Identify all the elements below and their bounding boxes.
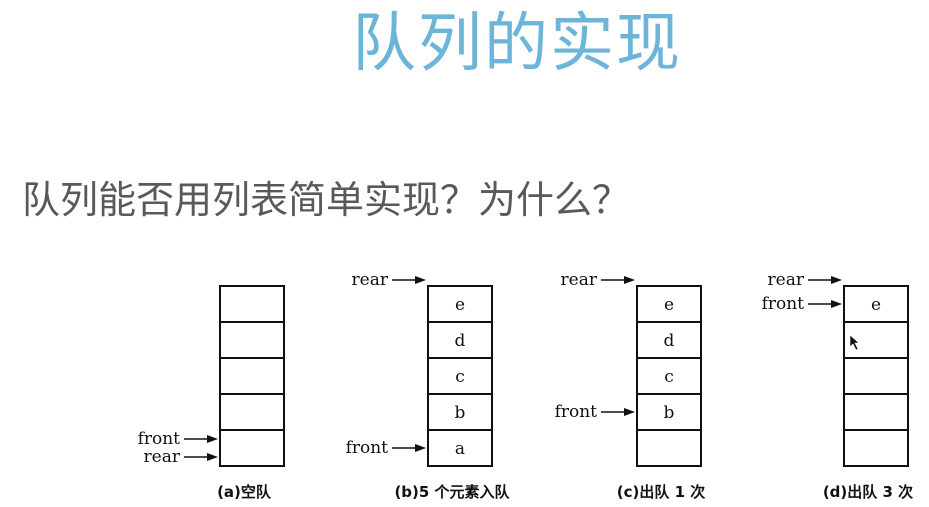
pointer-label: rear: [768, 270, 805, 290]
queue-cell: [636, 285, 702, 323]
diagram-caption: (d)出队 3 次: [823, 483, 913, 501]
queue-cell-value: e: [455, 295, 465, 315]
queue-cell-value: c: [664, 367, 674, 387]
pointer-arrow-head: [207, 435, 218, 443]
queue-cell-value: d: [455, 331, 466, 351]
queue-cell: [843, 357, 909, 395]
pointer-label: rear: [144, 447, 181, 467]
pointer-arrow-head: [831, 300, 842, 308]
queue-cell: [843, 393, 909, 431]
queue-cell-value: e: [871, 295, 881, 315]
queue-cell: [636, 321, 702, 359]
pointer-label: front: [555, 402, 598, 422]
pointer-label: front: [138, 429, 181, 449]
pointer-arrow-head: [624, 276, 635, 284]
queue-cell: [219, 357, 285, 395]
queue-cell: [219, 393, 285, 431]
queue-cell: [427, 393, 493, 431]
mouse-pointer-icon: [849, 334, 860, 351]
queue-cell: [219, 285, 285, 323]
queue-cell-value: a: [455, 439, 465, 459]
queue-cell: [843, 429, 909, 467]
diagram-caption: (a)空队: [217, 483, 272, 501]
pointer-label: front: [762, 294, 805, 314]
queue-cell: [427, 285, 493, 323]
pointer-arrow-head: [415, 276, 426, 284]
diagram-caption: (c)出队 1 次: [617, 483, 705, 501]
pointer-arrow-head: [831, 276, 842, 284]
queue-cell: [427, 429, 493, 467]
queue-cell-value: c: [455, 367, 465, 387]
pointer-label: front: [346, 438, 389, 458]
queue-cell-value: b: [664, 403, 675, 423]
pointer-arrow-head: [415, 444, 426, 452]
queue-cell-value: e: [664, 295, 674, 315]
queue-cell: [843, 285, 909, 323]
queue-cell: [636, 393, 702, 431]
pointer-arrow-head: [624, 408, 635, 416]
queue-cell-value: b: [455, 403, 466, 423]
pointer-label: rear: [352, 270, 389, 290]
slide-question: 队列能否用列表简单实现？为什么？: [22, 178, 631, 222]
queue-cell: [219, 321, 285, 359]
queue-cell: [219, 429, 285, 467]
queue-cell: [427, 357, 493, 395]
pointer-arrow-head: [207, 453, 218, 461]
diagram-caption: (b)5 个元素入队: [394, 483, 510, 501]
queue-cell: [636, 429, 702, 467]
pointer-label: rear: [561, 270, 598, 290]
queue-cell-value: d: [664, 331, 675, 351]
queue-diagram: e rear front (d)出队 3 次: [762, 270, 914, 501]
slide-title: 队列的实现: [352, 7, 682, 81]
